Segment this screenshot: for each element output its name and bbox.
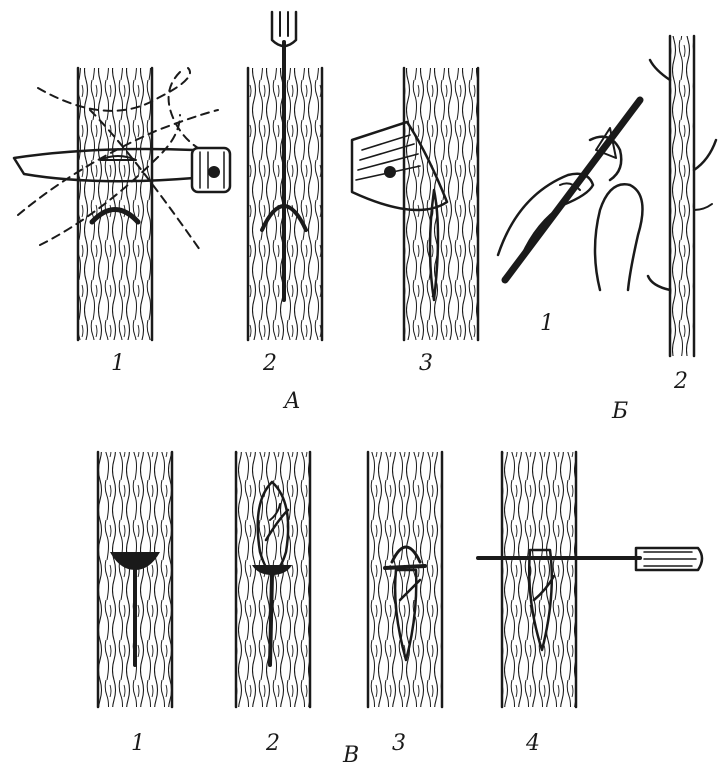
panel-letter-v: В [342,743,359,765]
step-label-v1: 1 [131,731,145,756]
step-label-b1: 1 [540,311,554,336]
panel-a: 1 2 [14,12,478,414]
step-label-v3: 3 [392,731,406,756]
step-label-v4: 4 [525,731,540,756]
trunk-v3 [368,452,442,707]
panel-letter-a: А [282,389,301,414]
trunk-a1 [14,68,230,340]
budding-stick-icon [648,36,716,356]
hands-cutting-bud [498,100,643,290]
trunk-a3 [352,68,478,340]
trunk-v4 [478,452,702,707]
trunk-a2 [248,12,322,340]
step-label-a3: 3 [419,351,433,376]
step-label-a2: 2 [262,351,277,376]
trunk-v1 [98,452,172,707]
panel-v: 1 2 3 [98,452,702,765]
step-label-a1: 1 [111,351,125,376]
step-label-v2: 2 [265,731,280,756]
panel-letter-b: Б [611,399,628,424]
step-label-b2: 2 [673,369,688,394]
panel-b: 1 2 Б [498,36,716,424]
trunk-v2 [236,452,310,707]
